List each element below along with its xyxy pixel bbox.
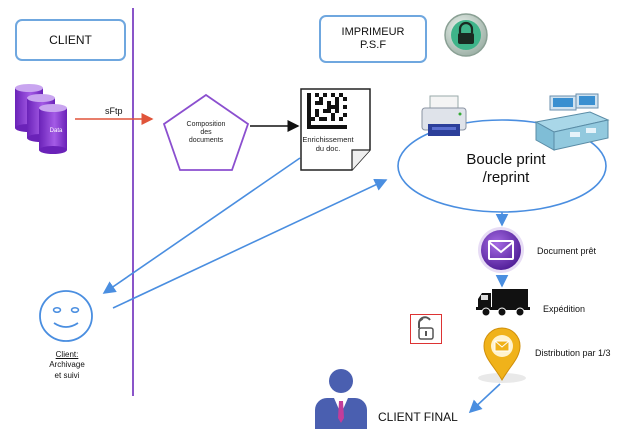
smiley-face-icon	[39, 290, 93, 342]
datamatrix-code-icon	[307, 93, 347, 129]
print-loop-label-line1: Boucle print	[466, 151, 546, 168]
composition-label-line1: Composition	[186, 121, 226, 128]
sftp-label: sFtp	[105, 106, 123, 116]
map-pin-mail-icon	[478, 327, 526, 383]
client-to-boucle-arrow	[112, 178, 388, 309]
client-archive-label-line2: Archivage	[49, 360, 85, 370]
expedition-label: Expédition	[543, 304, 586, 314]
enrichment-label: Enrichissement du doc.	[300, 135, 356, 153]
distribution-label: Distribution par 1/3	[535, 348, 611, 358]
lock-icon	[444, 13, 488, 57]
enrichment-to-client-arrow	[102, 157, 301, 294]
imprimeur-label: IMPRIMEUR	[341, 26, 405, 39]
zone-divider	[132, 8, 134, 396]
imprimeur-sublabel: P.S.F	[359, 39, 387, 51]
print-loop-label-line2: /reprint	[482, 169, 530, 186]
client-archive-label: Client: Archivage et suivi	[38, 350, 96, 381]
composition-pentagon	[162, 93, 250, 171]
database-stack-icon	[15, 84, 67, 154]
server-station-icon	[534, 93, 610, 151]
client-archive-label-line1: Client:	[55, 350, 79, 359]
composition-label-line3: documents	[188, 137, 224, 145]
printer-icon	[421, 95, 467, 136]
client-box: CLIENT	[15, 19, 126, 61]
enrichment-label-line2: du doc.	[315, 143, 341, 153]
client-label: CLIENT	[49, 33, 92, 47]
imprimeur-box: IMPRIMEUR P.S.F	[319, 15, 427, 63]
data-label: Data	[49, 128, 63, 134]
person-icon	[315, 369, 367, 429]
client-archive-label-line3: et suivi	[54, 370, 80, 380]
mail-envelope-icon	[478, 227, 524, 273]
delivery-truck-icon	[476, 289, 530, 317]
client-final-label: CLIENT FINAL	[378, 410, 458, 424]
enrichment-label-line1: Enrichissement	[302, 135, 354, 144]
unlocked-padlock-icon	[418, 316, 434, 340]
composition-label-line2: des	[200, 129, 212, 137]
print-loop-label: Boucle print /reprint	[446, 151, 566, 187]
composition-label: Composition des documents	[178, 121, 234, 145]
document-ready-label: Document prêt	[537, 246, 597, 256]
pin-to-client-final-arrow	[468, 383, 501, 414]
